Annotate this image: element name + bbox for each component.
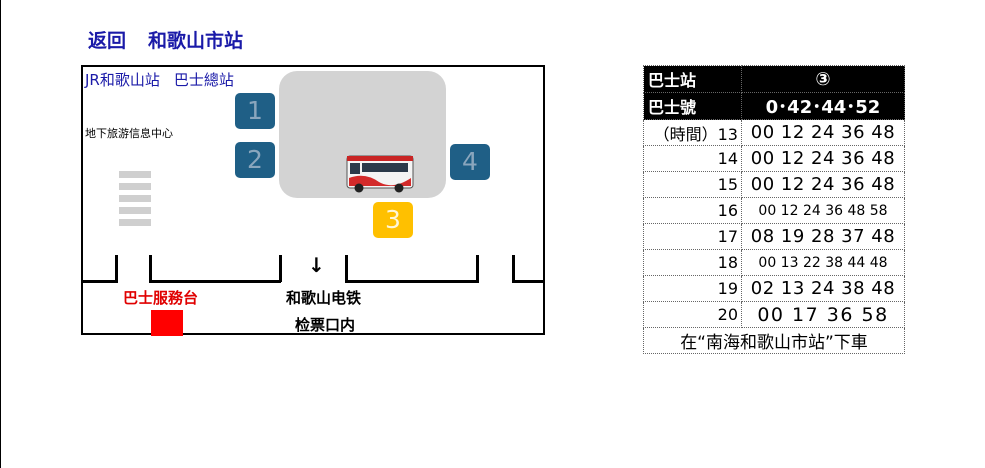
table-row: 16 00 12 24 36 48 58 [643, 197, 905, 224]
info-center-label: 地下旅游信息中心 [85, 127, 173, 140]
wall-segment [279, 255, 282, 282]
top-nav: 返回和歌山市站 [88, 26, 243, 53]
stop-value: ③ [741, 65, 905, 93]
wall-segment [345, 255, 348, 282]
back-link[interactable]: 返回 [88, 30, 127, 52]
hour-cell: 18 [643, 249, 742, 276]
minutes-cell: 00 12 24 36 48 [741, 119, 905, 146]
wall-segment [512, 280, 543, 283]
bus-icon [346, 155, 414, 193]
hour-cell: 15 [643, 171, 742, 198]
service-desk-marker [151, 310, 183, 336]
timetable: 巴士站 ③ 巴士號 0･42･44･52 （時間）13 00 12 24 36 … [643, 65, 905, 354]
table-row: 18 00 13 22 38 44 48 [643, 249, 905, 276]
wall-segment [149, 255, 152, 282]
railway-label: 和歌山电铁 [286, 289, 362, 307]
page-border [0, 0, 1, 468]
station-map: JR和歌山站巴士總站 地下旅游信息中心 1 2 3 4 ↓ 巴士服務台 和歌山电… [81, 65, 545, 336]
minutes-cell: 00 17 36 58 [741, 301, 905, 328]
hour-cell: （時間）13 [643, 119, 742, 146]
bus-stop-1: 1 [235, 93, 275, 129]
table-row: 20 00 17 36 58 [643, 301, 905, 328]
minutes-cell: 00 12 24 36 48 [741, 171, 905, 198]
arrow-down-icon: ↓ [308, 253, 325, 277]
table-row: 14 00 12 24 36 48 [643, 145, 905, 172]
table-row: 在“南海和歌山市站”下車 [643, 327, 905, 354]
bus-stop-4: 4 [450, 144, 490, 180]
minutes-cell: 00 12 24 36 48 [741, 145, 905, 172]
minutes-cell: 00 13 22 38 44 48 [741, 249, 905, 276]
hour-cell: 16 [643, 197, 742, 224]
table-row: 19 02 13 24 38 48 [643, 275, 905, 302]
stop-label: 巴士站 [643, 65, 742, 93]
bus-stop-2: 2 [235, 142, 275, 178]
minutes-cell: 02 13 24 38 48 [741, 275, 905, 302]
minutes-cell: 08 19 28 37 48 [741, 223, 905, 250]
station-link[interactable]: 和歌山市站 [148, 30, 244, 52]
table-row: 15 00 12 24 36 48 [643, 171, 905, 198]
minutes-cell: 00 12 24 36 48 58 [741, 197, 905, 224]
timetable-header-stop: 巴士站 ③ [643, 65, 905, 93]
wall-segment [115, 255, 118, 282]
bus-stop-3: 3 [373, 202, 413, 238]
map-title-station: JR和歌山站 [85, 71, 160, 89]
hour-cell: 19 [643, 275, 742, 302]
hour-cell: 17 [643, 223, 742, 250]
wall-segment [83, 280, 118, 283]
map-title: JR和歌山站巴士總站 [85, 69, 234, 90]
timetable-header-route: 巴士號 0･42･44･52 [643, 92, 905, 120]
wall-segment [476, 255, 479, 282]
table-row: （時間）13 00 12 24 36 48 [643, 119, 905, 146]
service-desk-label: 巴士服務台 [123, 289, 199, 307]
route-label: 巴士號 [643, 92, 742, 120]
table-row: 17 08 19 28 37 48 [643, 223, 905, 250]
ticket-gate-label: 检票口内 [295, 316, 356, 334]
wall-segment [149, 280, 281, 283]
hour-cell: 14 [643, 145, 742, 172]
map-title-terminal: 巴士總站 [173, 71, 234, 89]
hour-cell: 20 [643, 301, 742, 328]
route-value: 0･42･44･52 [741, 92, 905, 120]
wall-segment [512, 255, 515, 282]
alight-note: 在“南海和歌山市站”下車 [643, 327, 905, 354]
stairs [119, 171, 151, 231]
wall-segment [345, 280, 479, 283]
